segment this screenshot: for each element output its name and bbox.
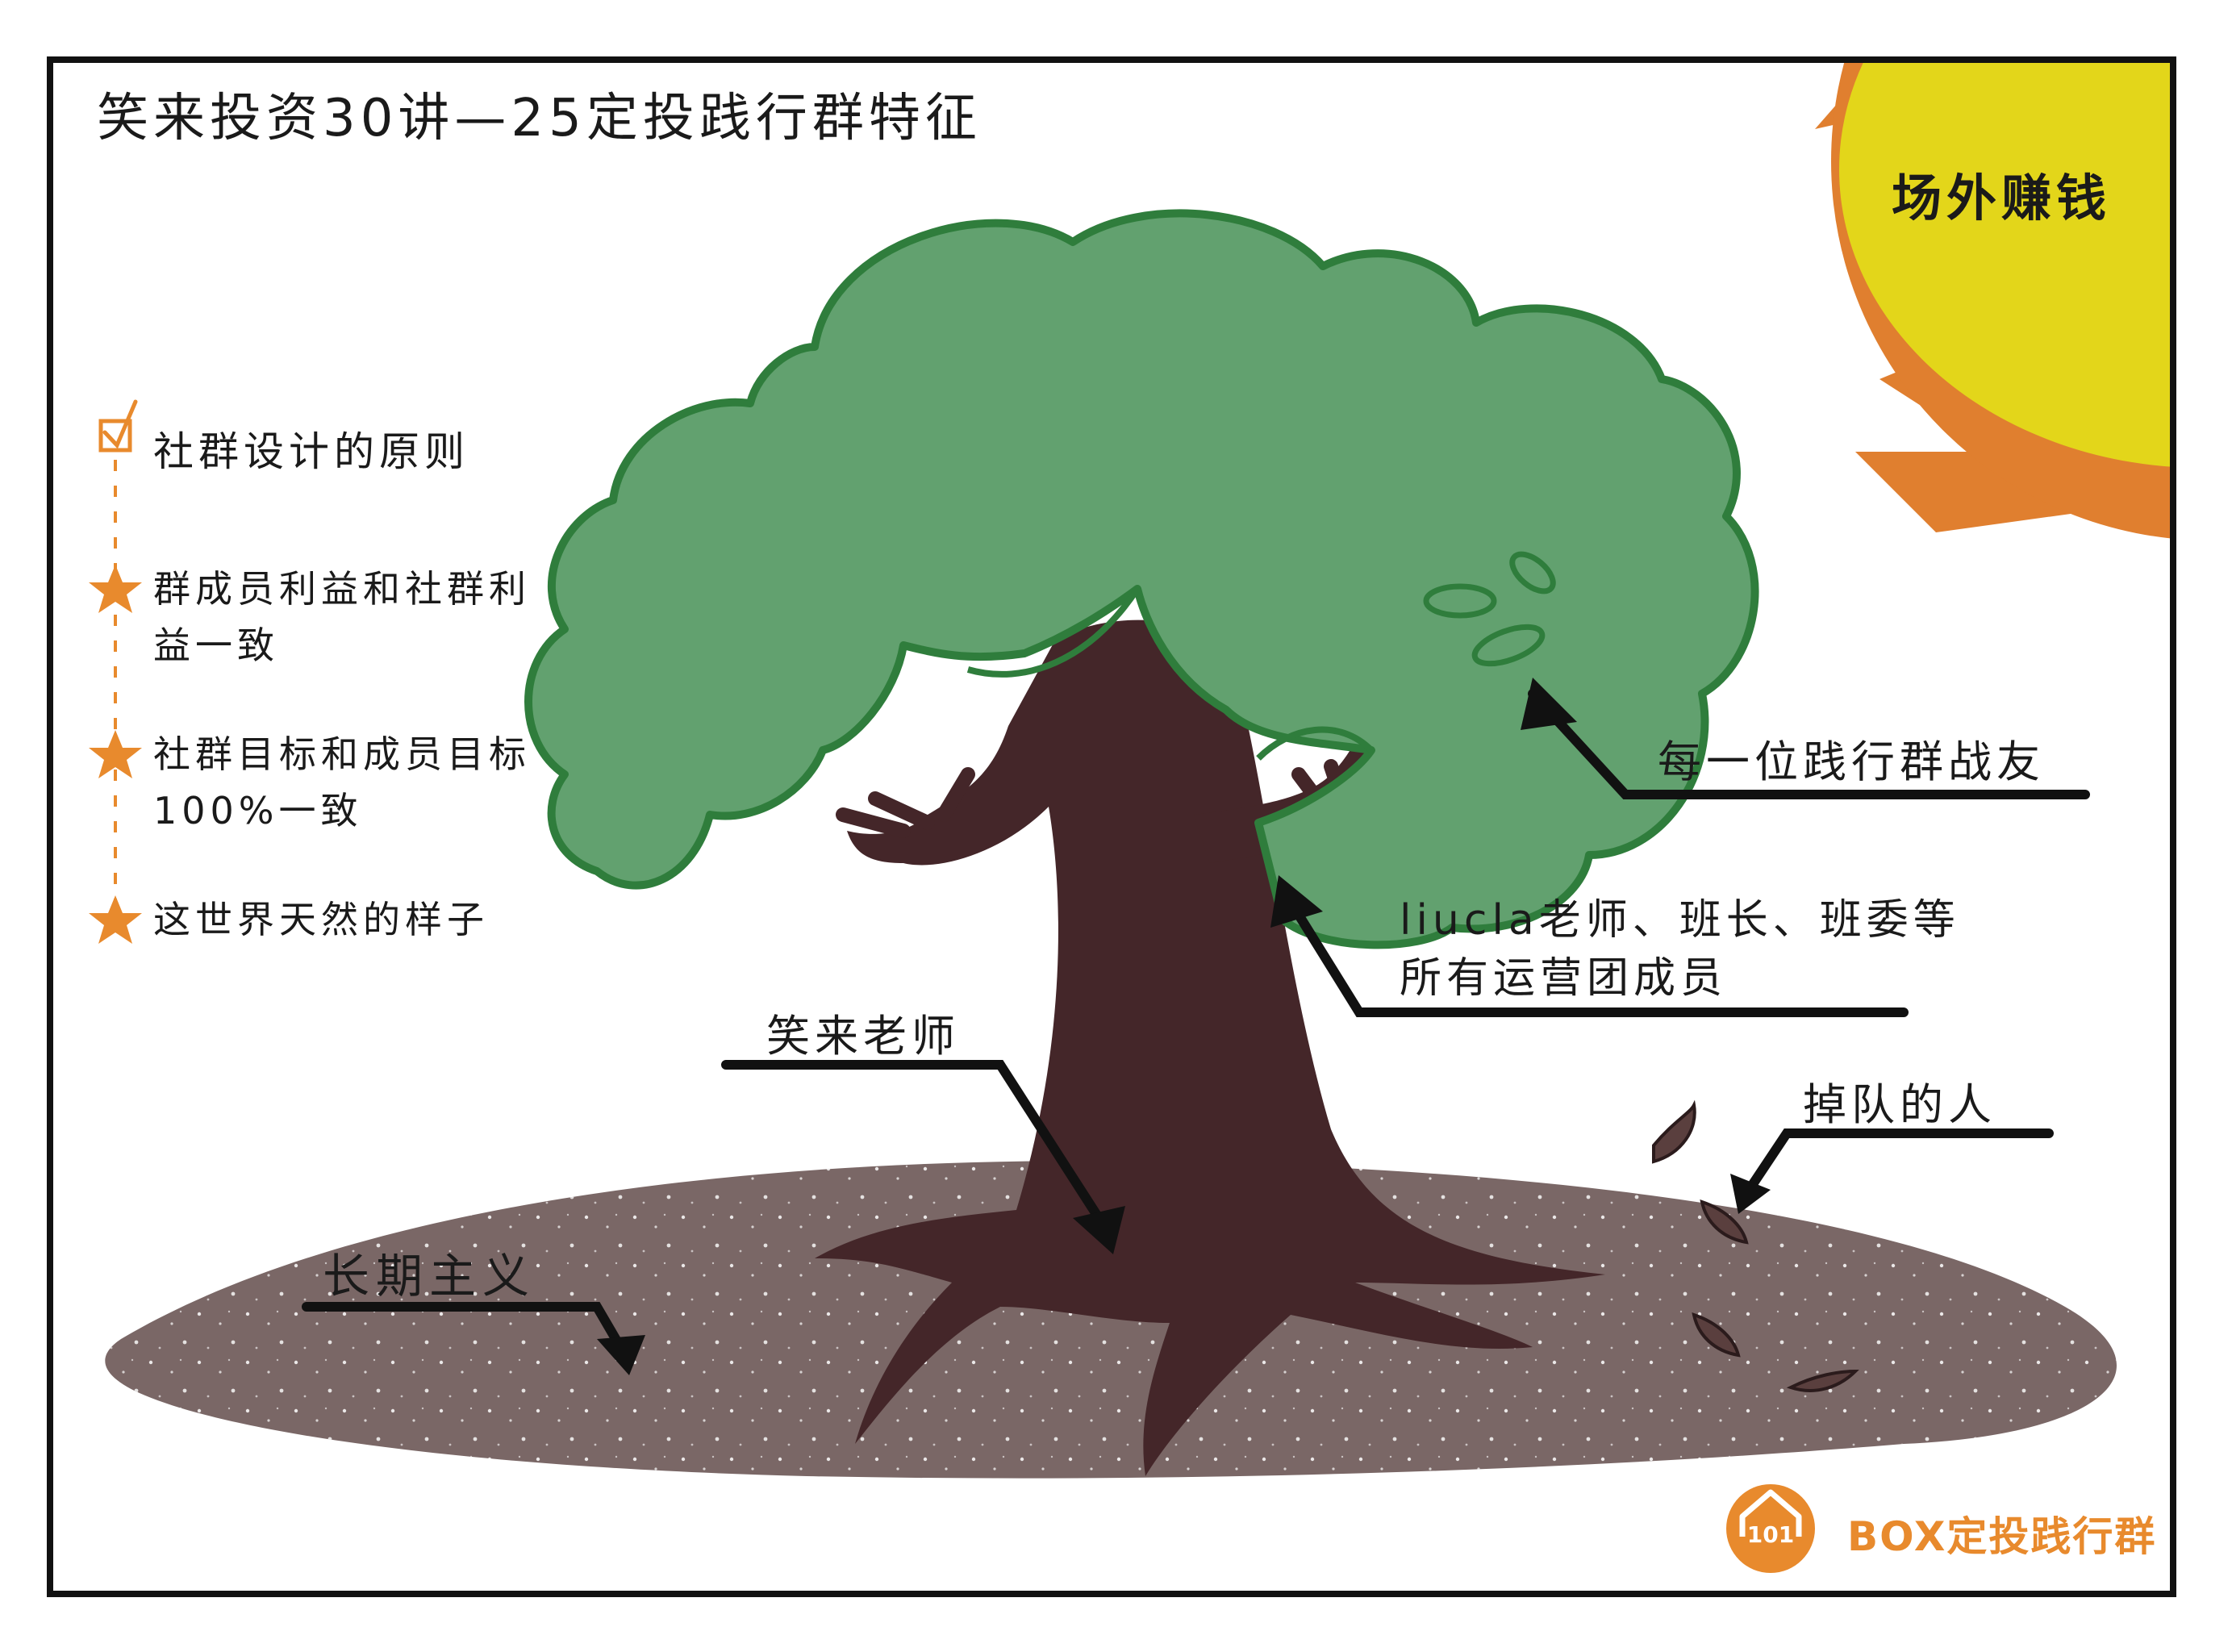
falling-leaves [1652,1099,1859,1392]
label-longterm: 长期主义 [323,1249,536,1304]
arrowheads [597,678,1771,1375]
ground-patch [105,1161,2117,1479]
brand-logo-icon: 101 [1726,1484,1815,1573]
brand-name: BOX定投践行群 [1847,1513,2157,1560]
checklist-item: 群成员利益和社群利益一致 [153,567,531,667]
checklist-item: 社群目标和成员目标100%一致 [153,732,531,832]
sun-icon [1734,63,2170,539]
label-teacher: 笑来老师 [766,1011,960,1062]
label-staff: liucla老师、班长、班委等所有运营团成员 [1400,896,1960,1003]
checklist-decor [98,399,138,903]
brand-logo-text: 101 [1747,1521,1794,1548]
label-dropouts: 掉队的人 [1803,1079,1996,1130]
label-members: 每一位践行群战友 [1658,736,2045,787]
checklist-item: 这世界天然的样子 [153,898,489,941]
star-icon [89,565,142,944]
sun-label: 场外赚钱 [1892,169,2112,227]
page-title: 笑来投资30讲—25定投践行群特征 [97,89,982,148]
tree-foliage [524,209,1759,949]
checklist-heading: 社群设计的原则 [153,428,469,475]
